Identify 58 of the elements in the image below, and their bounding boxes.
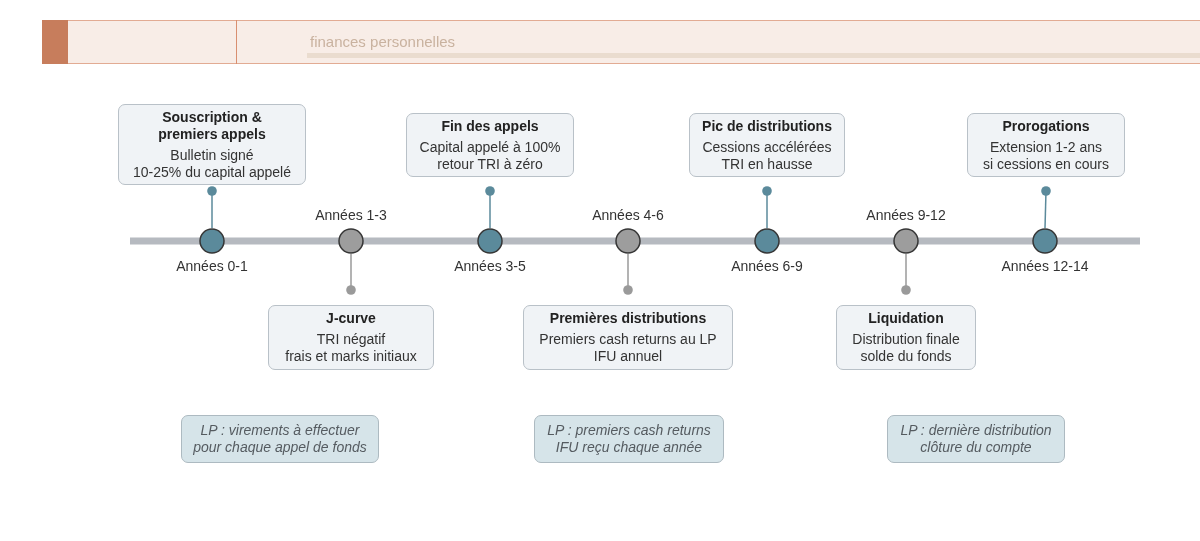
note-card [887, 415, 1065, 463]
milestone-card [118, 104, 306, 185]
year-label: Années 0-1 [175, 258, 249, 275]
note-text: IFU reçu chaque année [555, 439, 703, 456]
note-card [534, 415, 724, 463]
milestone-circle [199, 228, 225, 254]
card-text: frais et marks initiaux [285, 348, 417, 365]
card-text: IFU annuel [593, 348, 663, 365]
card-text: si cessions en cours [982, 155, 1110, 173]
leader-line [623, 253, 633, 295]
year-label: Années 4-6 [591, 207, 665, 224]
milestone-circle [1032, 228, 1058, 254]
leader-line [346, 253, 356, 295]
note-text: clôture du compte [920, 439, 1032, 456]
milestone-circle [893, 228, 919, 254]
milestone-circle [754, 228, 780, 254]
leader-line [207, 186, 217, 229]
note-text: LP : dernière distribution [900, 422, 1052, 439]
card-text: Premiers cash returns au LP [539, 331, 717, 348]
card-title: Premières distributions [549, 310, 707, 327]
leader-line [1041, 186, 1051, 229]
year-label: Années 1-3 [314, 207, 388, 224]
milestone-circle [338, 228, 364, 254]
card-text: TRI négatif [316, 331, 386, 348]
leader-line [901, 253, 911, 295]
card-text: Cessions accélérées [702, 138, 832, 156]
card-text: retour TRI à zéro [437, 155, 543, 173]
milestone-card [268, 305, 434, 370]
card-title: Prorogations [1002, 117, 1090, 135]
card-text: Bulletin signé [170, 146, 254, 164]
year-label: Années 6-9 [730, 258, 804, 275]
year-label: Années 3-5 [453, 258, 527, 275]
card-text: Distribution finale [852, 331, 960, 348]
card-text: 10-25% du capital appelé [133, 163, 291, 181]
card-text: Capital appelé à 100% [419, 138, 561, 156]
milestone-card [523, 305, 733, 370]
year-label: Années 9-12 [865, 207, 947, 224]
leader-line [485, 186, 495, 229]
card-title: Liquidation [868, 310, 944, 327]
milestone-card [836, 305, 976, 370]
card-title: Souscription & premiers appels [157, 108, 267, 143]
note-text: LP : premiers cash returns [547, 422, 711, 439]
card-title: Fin des appels [441, 117, 539, 135]
card-title: J-curve [326, 310, 376, 327]
milestone-card [406, 113, 574, 177]
milestone-circle [615, 228, 641, 254]
card-text: TRI en hausse [721, 155, 813, 173]
milestone-card [689, 113, 845, 177]
milestone-circle [477, 228, 503, 254]
year-label: Années 12-14 [1000, 258, 1090, 275]
card-title: Pic de distributions [702, 117, 832, 135]
milestone-card [967, 113, 1125, 177]
leader-line [762, 186, 772, 229]
card-text: Extension 1-2 ans [989, 138, 1103, 156]
section-label: finances personnelles [310, 33, 456, 51]
note-card [181, 415, 379, 463]
note-text: LP : virements à effectuer pour chaque appel de fonds [192, 422, 368, 456]
card-text: solde du fonds [860, 348, 952, 365]
